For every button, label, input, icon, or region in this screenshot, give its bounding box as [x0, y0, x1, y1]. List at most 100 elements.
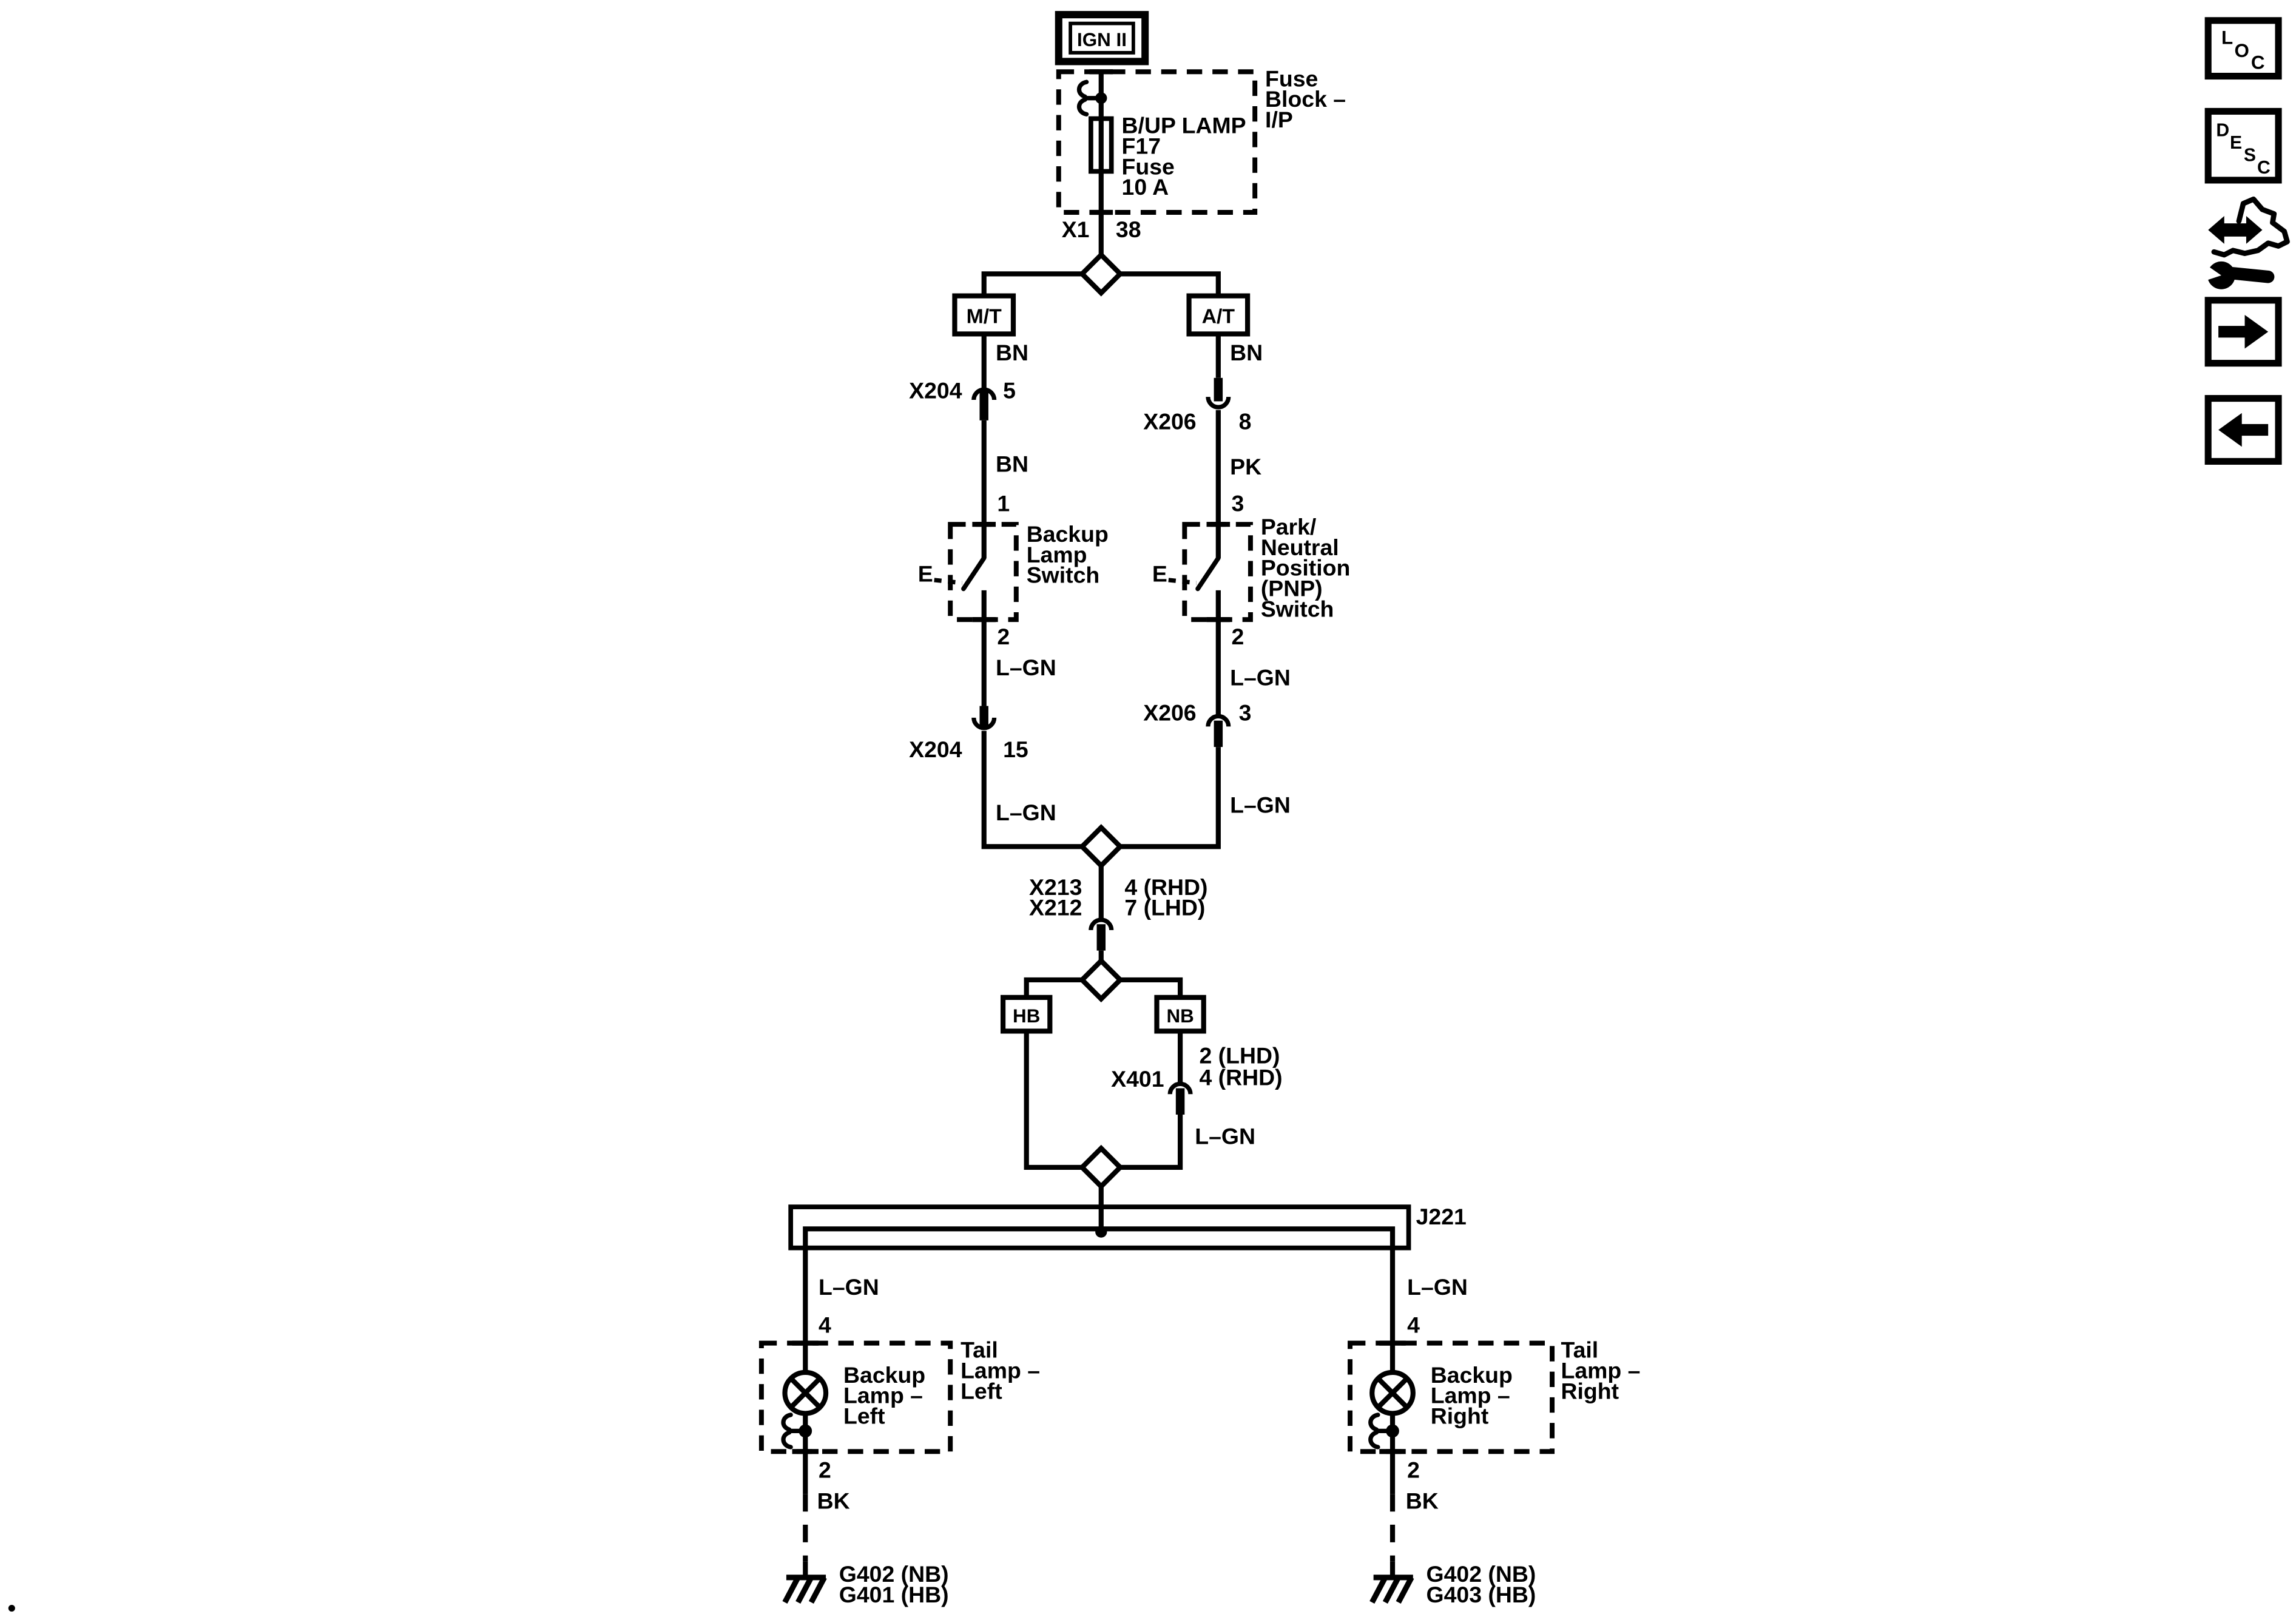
desc-letter: C	[2257, 158, 2271, 178]
tail-lamp-name-line: Lamp –	[961, 1358, 1040, 1383]
connector-socket-icon	[1167, 1081, 1193, 1095]
desc-button[interactable]: D E S C	[2204, 107, 2282, 184]
ground-icon	[782, 1575, 827, 1604]
pnp-switch: 3 E Park/ Neutral Position (PNP) Switch …	[1152, 490, 1351, 649]
clip-symbol	[1076, 79, 1104, 116]
power-source-label: IGN II	[1077, 29, 1127, 50]
pin-label: 15	[1003, 737, 1028, 762]
connector-socket-icon	[1089, 917, 1114, 931]
wire-split-left	[981, 271, 1082, 296]
connector-blade-icon	[1214, 377, 1223, 402]
tail-lamp-name-line: Tail	[1561, 1337, 1599, 1363]
wire-color-label: BK	[1406, 1488, 1439, 1513]
mt-tag-label: M/T	[967, 305, 1002, 328]
connector-blade-icon	[979, 391, 988, 420]
merge-diamond	[1078, 1144, 1124, 1190]
connector-label: X204	[909, 378, 962, 403]
connector-blade-icon	[1096, 924, 1106, 951]
lamp-name-line: Lamp –	[1431, 1383, 1510, 1408]
right-arrow-icon	[2218, 314, 2269, 349]
nb-tag-box	[1154, 994, 1206, 1034]
pin-label: 2	[997, 624, 1010, 649]
fuse-block-name-line: I/P	[1265, 107, 1293, 132]
connector-label: X212	[1029, 895, 1082, 920]
e-actuator-label: E	[1152, 561, 1167, 586]
wire-color-label: L–GN	[996, 655, 1056, 680]
e-actuator-dash	[934, 578, 962, 586]
fuse-label-line: Fuse	[1122, 154, 1175, 179]
pin-label: 38	[1116, 217, 1141, 242]
wire-at-down-4	[1120, 747, 1221, 849]
switch-dashed-box	[948, 522, 1019, 623]
e-actuator-label: E	[918, 561, 933, 586]
connector-blade-icon	[1175, 1088, 1185, 1115]
switch-dashed-box	[1182, 522, 1253, 623]
connector-blade-icon	[979, 706, 988, 727]
ground-label-line: G403 (HB)	[1427, 1582, 1536, 1607]
ground-icon	[1369, 1575, 1414, 1604]
fuse-label-line: F17	[1122, 133, 1161, 158]
loc-letter: C	[2251, 52, 2265, 73]
junction-dot	[1095, 1226, 1107, 1238]
switch-name-line: Position	[1261, 555, 1351, 581]
hb-tag-label: HB	[1013, 1005, 1040, 1027]
connector-label: X204	[909, 737, 962, 762]
loc-letter: O	[2235, 40, 2249, 61]
lamp-name-line: Right	[1431, 1403, 1489, 1428]
pin-label: 2	[1407, 1457, 1420, 1483]
switch-name-line: Neutral	[1261, 535, 1339, 560]
next-button[interactable]	[2204, 297, 2282, 367]
switch-name-line: Switch	[1027, 562, 1100, 588]
wire-nb-down-2	[1120, 1115, 1183, 1170]
connector-label: X206	[1143, 700, 1196, 726]
panel-outline-icon	[2211, 196, 2290, 258]
power-source-inner-box	[1069, 21, 1135, 55]
wire-hb-branch	[1024, 977, 1082, 998]
ground-label-line: G401 (HB)	[839, 1582, 949, 1607]
service-info-button[interactable]	[2199, 196, 2290, 289]
splice-diamonds	[1078, 251, 1124, 1190]
wire-color-label: BN	[1230, 340, 1263, 365]
lamp-name-line: Lamp –	[843, 1383, 923, 1408]
wire-color-label: L–GN	[1230, 665, 1291, 690]
pin-label: 3	[1232, 490, 1244, 516]
backup-lamp-switch: 1 E Backup Lamp Switch 2	[918, 490, 1109, 649]
splice-j221: J221	[788, 1204, 1467, 1251]
fuse-block-name-line: Fuse	[1265, 66, 1318, 91]
wire-split-right	[1120, 271, 1221, 296]
fuse-symbol	[1089, 116, 1114, 174]
loc-button[interactable]: L O C	[2204, 17, 2282, 80]
fuse-label-line: B/UP LAMP	[1122, 113, 1246, 138]
pin-label: 2 (LHD)	[1199, 1043, 1280, 1068]
pin-label: 2	[1232, 624, 1244, 649]
pin-label: 4 (RHD)	[1124, 874, 1207, 900]
split-diamond	[1078, 957, 1124, 1003]
e-actuator-dash	[1168, 578, 1197, 586]
toolbar: L O C D E S C	[2199, 17, 2290, 465]
desc-letter: S	[2244, 146, 2256, 166]
switch-lever-right	[1195, 555, 1221, 592]
switch-name-line: Lamp	[1027, 542, 1087, 567]
wire-color-labels: BN BN L–GN L–GN BN PK L–GN L–GN L–GN L–G…	[817, 340, 1468, 1514]
connector-label: X213	[1029, 874, 1082, 900]
ground-label-line: G402 (NB)	[1427, 1561, 1536, 1587]
desc-button-box[interactable]	[2204, 107, 2282, 184]
tail-lamp-left: 4 Backup Lamp – Left Tail Lamp – Left 2	[758, 1312, 1040, 1483]
wire-color-label: L–GN	[1230, 792, 1291, 818]
wire-color-label: L–GN	[996, 800, 1056, 825]
hb-tag-box	[1000, 994, 1053, 1034]
loc-button-box[interactable]	[2204, 17, 2282, 80]
pin-label: 1	[997, 490, 1010, 516]
split-diamond	[1078, 251, 1124, 297]
lamp-dashed-box	[758, 1340, 953, 1454]
loc-letter: L	[2221, 27, 2233, 48]
left-arrow-icon	[2218, 413, 2269, 447]
pin-label: 4 (RHD)	[1199, 1065, 1282, 1090]
wire-color-label: BN	[996, 340, 1028, 365]
connector-label: X401	[1111, 1066, 1164, 1092]
desc-letter: E	[2230, 133, 2242, 153]
nb-tag-label: NB	[1166, 1005, 1194, 1027]
back-button[interactable]	[2204, 395, 2282, 465]
